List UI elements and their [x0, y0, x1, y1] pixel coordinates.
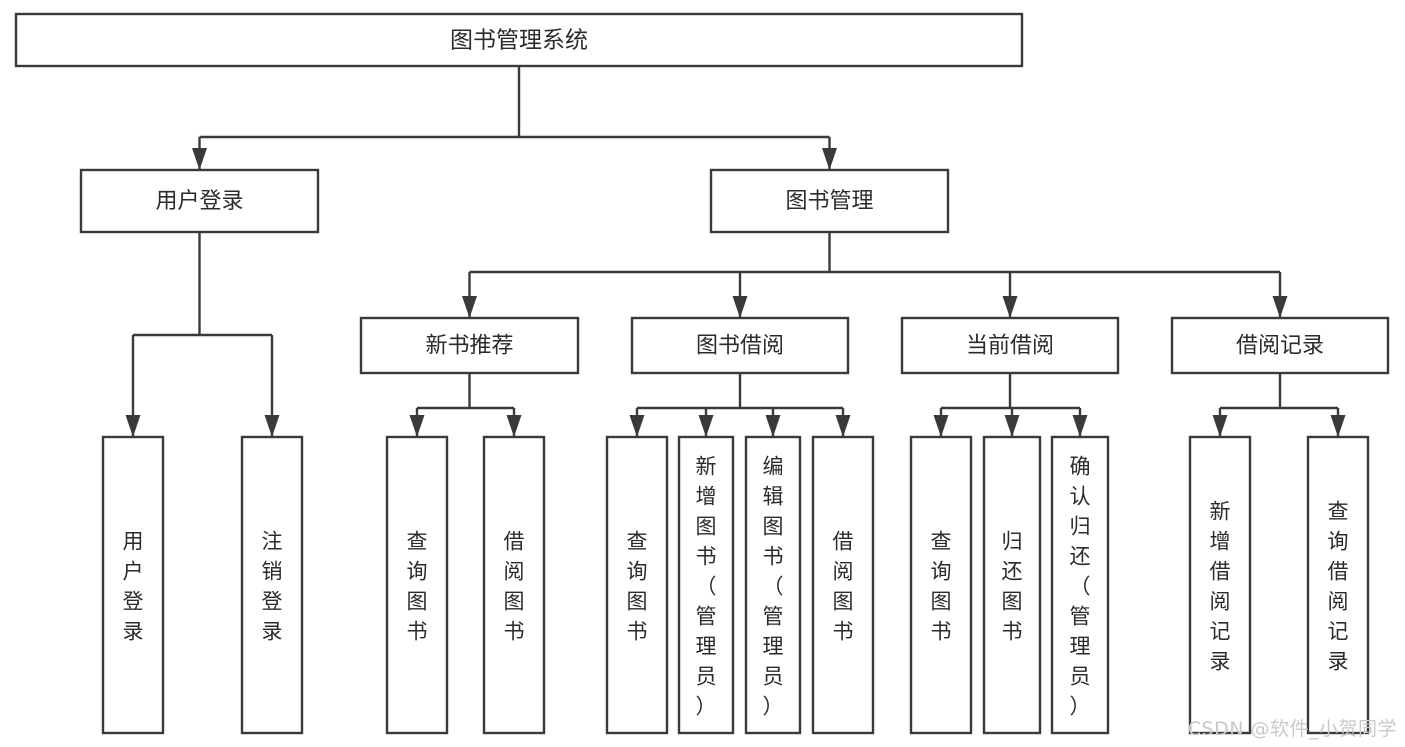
nodes-layer: 图书管理系统用户登录图书管理新书推荐图书借阅当前借阅借阅记录用户登录注销登录查询… — [14, 12, 1390, 735]
node-box[interactable] — [359, 316, 580, 375]
node-box[interactable] — [14, 12, 1024, 68]
leaf-node-5[interactable]: 新增图书（管理员） — [677, 435, 735, 735]
leaf-node-4[interactable]: 查询图书 — [605, 435, 669, 735]
arrow-head-icon — [732, 296, 748, 318]
arrow-head-icon — [1272, 296, 1288, 318]
node-level2-0[interactable]: 用户登录 — [79, 168, 320, 234]
leaf-node-10[interactable]: 确认归还（管理员） — [1050, 435, 1110, 735]
arrow-head-icon — [765, 415, 781, 437]
node-box[interactable] — [709, 168, 950, 234]
leaf-label: 确认归还（管理员） — [1070, 454, 1091, 718]
arrow-head-icon — [1330, 415, 1346, 437]
arrow-head-icon — [125, 415, 141, 437]
leaf-box[interactable] — [605, 435, 669, 735]
leaf-node-2[interactable]: 查询图书 — [385, 435, 449, 735]
arrow-head-icon — [1072, 415, 1088, 437]
arrow-head-icon — [1212, 415, 1228, 437]
leaf-box[interactable] — [101, 435, 165, 735]
node-level3-1[interactable]: 图书借阅 — [630, 316, 850, 375]
csdn-watermark: CSDN @软件_小贺同学 — [1187, 718, 1397, 740]
leaf-node-12[interactable]: 查询借阅记录 — [1306, 435, 1370, 735]
leaf-node-8[interactable]: 查询图书 — [909, 435, 973, 735]
leaf-label: 归还图书 — [1002, 529, 1023, 643]
leaf-label: 新增图书（管理员） — [696, 454, 717, 718]
node-box[interactable] — [630, 316, 850, 375]
arrow-head-icon — [835, 415, 851, 437]
leaf-node-6[interactable]: 编辑图书（管理员） — [744, 435, 802, 735]
arrow-head-icon — [1004, 415, 1020, 437]
leaf-box[interactable] — [385, 435, 449, 735]
leaf-label: 注销登录 — [262, 529, 283, 643]
arrow-head-icon — [192, 148, 207, 170]
arrow-head-icon — [264, 415, 280, 437]
node-root[interactable]: 图书管理系统 — [14, 12, 1024, 68]
node-label: 图书管理系统 — [450, 28, 588, 54]
leaf-box[interactable] — [482, 435, 546, 735]
node-box[interactable] — [1170, 316, 1390, 375]
leaf-label: 查询图书 — [931, 529, 952, 643]
node-box[interactable] — [79, 168, 320, 234]
node-label: 当前借阅 — [966, 334, 1054, 359]
arrow-head-icon — [629, 415, 645, 437]
leaf-label: 借阅图书 — [504, 529, 525, 643]
arrow-head-icon — [409, 415, 425, 437]
leaf-node-7[interactable]: 借阅图书 — [811, 435, 875, 735]
node-level3-0[interactable]: 新书推荐 — [359, 316, 580, 375]
leaf-node-9[interactable]: 归还图书 — [982, 435, 1042, 735]
node-label: 用户登录 — [155, 189, 243, 214]
arrow-head-icon — [462, 296, 477, 318]
leaf-label: 借阅图书 — [833, 529, 854, 643]
leaf-box[interactable] — [677, 435, 735, 735]
node-level3-2[interactable]: 当前借阅 — [900, 316, 1120, 375]
leaf-box[interactable] — [1050, 435, 1110, 735]
leaf-box[interactable] — [909, 435, 973, 735]
leaf-node-11[interactable]: 新增借阅记录 — [1188, 435, 1252, 735]
arrow-head-icon — [506, 415, 522, 437]
leaf-box[interactable] — [1306, 435, 1370, 735]
node-label: 图书管理 — [785, 189, 873, 214]
node-label: 借阅记录 — [1236, 334, 1324, 359]
arrow-head-icon — [698, 415, 714, 437]
node-box[interactable] — [900, 316, 1120, 375]
arrow-head-icon — [933, 415, 949, 437]
leaf-label: 编辑图书（管理员） — [763, 454, 784, 718]
leaf-node-3[interactable]: 借阅图书 — [482, 435, 546, 735]
leaf-label: 查询图书 — [627, 529, 648, 643]
node-label: 新书推荐 — [425, 334, 513, 359]
leaf-box[interactable] — [744, 435, 802, 735]
connectors-layer — [125, 66, 1346, 437]
leaf-box[interactable] — [240, 435, 304, 735]
arrow-head-icon — [822, 148, 837, 170]
leaf-node-1[interactable]: 注销登录 — [240, 435, 304, 735]
leaf-box[interactable] — [811, 435, 875, 735]
leaf-node-0[interactable]: 用户登录 — [101, 435, 165, 735]
leaf-label: 用户登录 — [123, 529, 144, 643]
node-label: 图书借阅 — [696, 334, 784, 359]
leaf-label: 新增借阅记录 — [1210, 499, 1231, 673]
node-level3-3[interactable]: 借阅记录 — [1170, 316, 1390, 375]
leaf-label: 查询借阅记录 — [1328, 499, 1349, 673]
leaf-label: 查询图书 — [407, 529, 428, 643]
arrow-head-icon — [1002, 296, 1018, 318]
leaf-box[interactable] — [982, 435, 1042, 735]
leaf-box[interactable] — [1188, 435, 1252, 735]
node-level2-1[interactable]: 图书管理 — [709, 168, 950, 234]
